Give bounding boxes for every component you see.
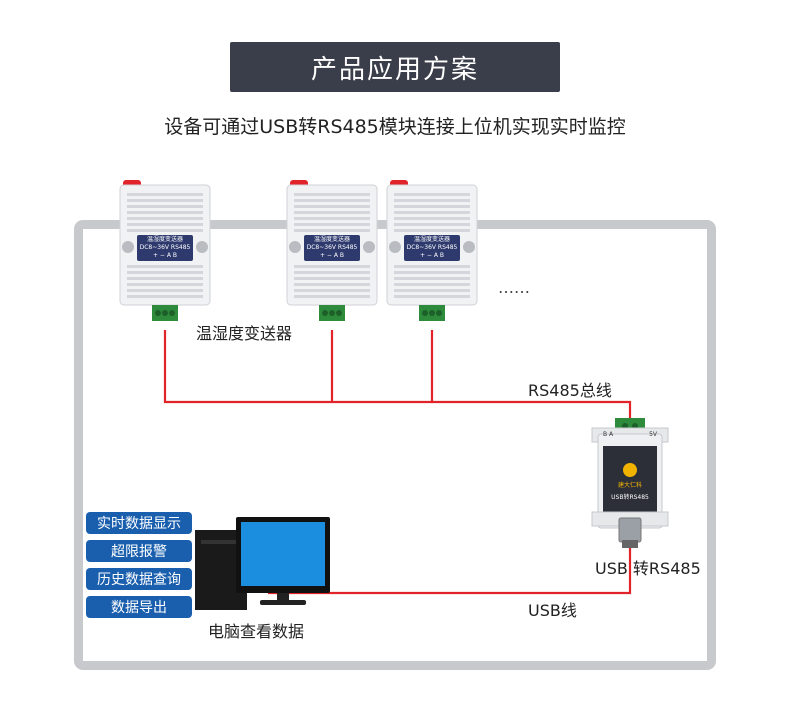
sensor-face-spec: DC8~36V RS485 [306, 244, 358, 251]
rs485-bus-label: RS485总线 [528, 381, 612, 400]
converter-model: USB转RS485 [611, 494, 649, 501]
feature-history-query: 历史数据查询 [86, 568, 192, 590]
page-subtitle: 设备可通过USB转RS485模块连接上位机实现实时监控 [164, 116, 626, 138]
converter-brand: 建大仁科 [617, 482, 642, 489]
converter-terminal-labels: B A 5V [603, 431, 657, 438]
usb-rs485-converter [591, 418, 669, 548]
sensor-face-spec: DC8~36V RS485 [139, 244, 191, 251]
sensor-face-title: 温湿度变送器 [146, 236, 183, 243]
usb-cable-label: USB线 [528, 601, 577, 620]
sensor-face-terminals: + − A B [420, 252, 444, 259]
sensor-face-label: 温湿度变送器 DC8~36V RS485 + − A B [306, 236, 358, 260]
page-title: 产品应用方案 [230, 42, 560, 92]
computer [195, 517, 330, 610]
sensor-face-label: 温湿度变送器 DC8~36V RS485 + − A B [139, 236, 191, 260]
usb-cable-wire [268, 540, 632, 595]
sensor-face-title: 温湿度变送器 [313, 236, 350, 243]
feature-over-limit-alarm: 超限报警 [86, 540, 192, 562]
converter-label: USB 转RS485 [595, 559, 701, 578]
converter-terminal-right: 5V [649, 431, 657, 438]
feature-realtime-display: 实时数据显示 [86, 512, 192, 534]
computer-label: 电脑查看数据 [208, 622, 305, 641]
sensor-face-spec: DC8~36V RS485 [406, 244, 458, 251]
sensor-face-terminals: + − A B [153, 252, 177, 259]
converter-terminal-left: B A [603, 431, 614, 438]
feature-data-export: 数据导出 [86, 596, 192, 618]
sensor-face-label: 温湿度变送器 DC8~36V RS485 + − A B [406, 236, 458, 260]
more-sensors-ellipsis: …… [498, 278, 530, 297]
sensor-face-terminals: + − A B [320, 252, 344, 259]
rs485-bus-wire [163, 330, 632, 420]
sensor-face-title: 温湿度变送器 [413, 236, 450, 243]
sensor-label: 温湿度变送器 [196, 324, 293, 343]
